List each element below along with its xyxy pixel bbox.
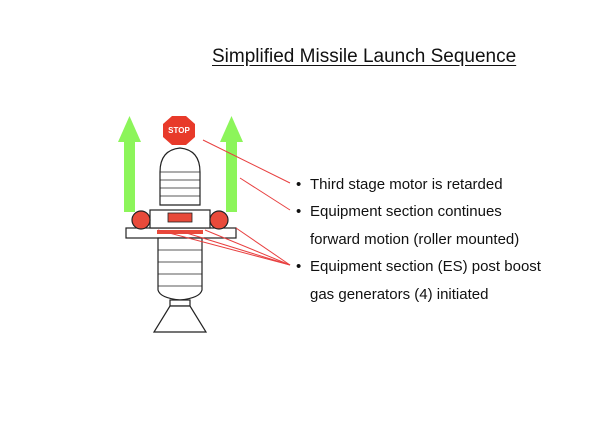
missile-icon xyxy=(125,147,237,333)
bullet-text: Third stage motor is retarded xyxy=(310,176,503,193)
bullet-text: Equipment section (ES) post boost xyxy=(310,258,541,275)
leader-lines xyxy=(157,139,291,266)
gas-generator-icon xyxy=(131,210,229,234)
bullet-text: Equipment section continues xyxy=(310,203,502,220)
up-arrow-icon-left xyxy=(118,116,141,212)
bullet-list: Third stage motor is retarded Equipment … xyxy=(296,174,541,306)
stop-sign-label: STOP xyxy=(168,126,190,135)
bullet-text-continued: gas generators (4) initiated xyxy=(310,286,489,303)
bullet-item: Third stage motor is retarded xyxy=(296,174,541,196)
bullet-text-continued: forward motion (roller mounted) xyxy=(310,231,520,248)
stop-sign-icon: STOP xyxy=(163,116,195,145)
bullet-item: Equipment section continues forward moti… xyxy=(296,201,541,251)
page-title: Simplified Missile Launch Sequence xyxy=(212,46,517,67)
up-arrow-icon-right xyxy=(220,116,243,212)
bullet-item: Equipment section (ES) post boost gas ge… xyxy=(296,256,541,306)
